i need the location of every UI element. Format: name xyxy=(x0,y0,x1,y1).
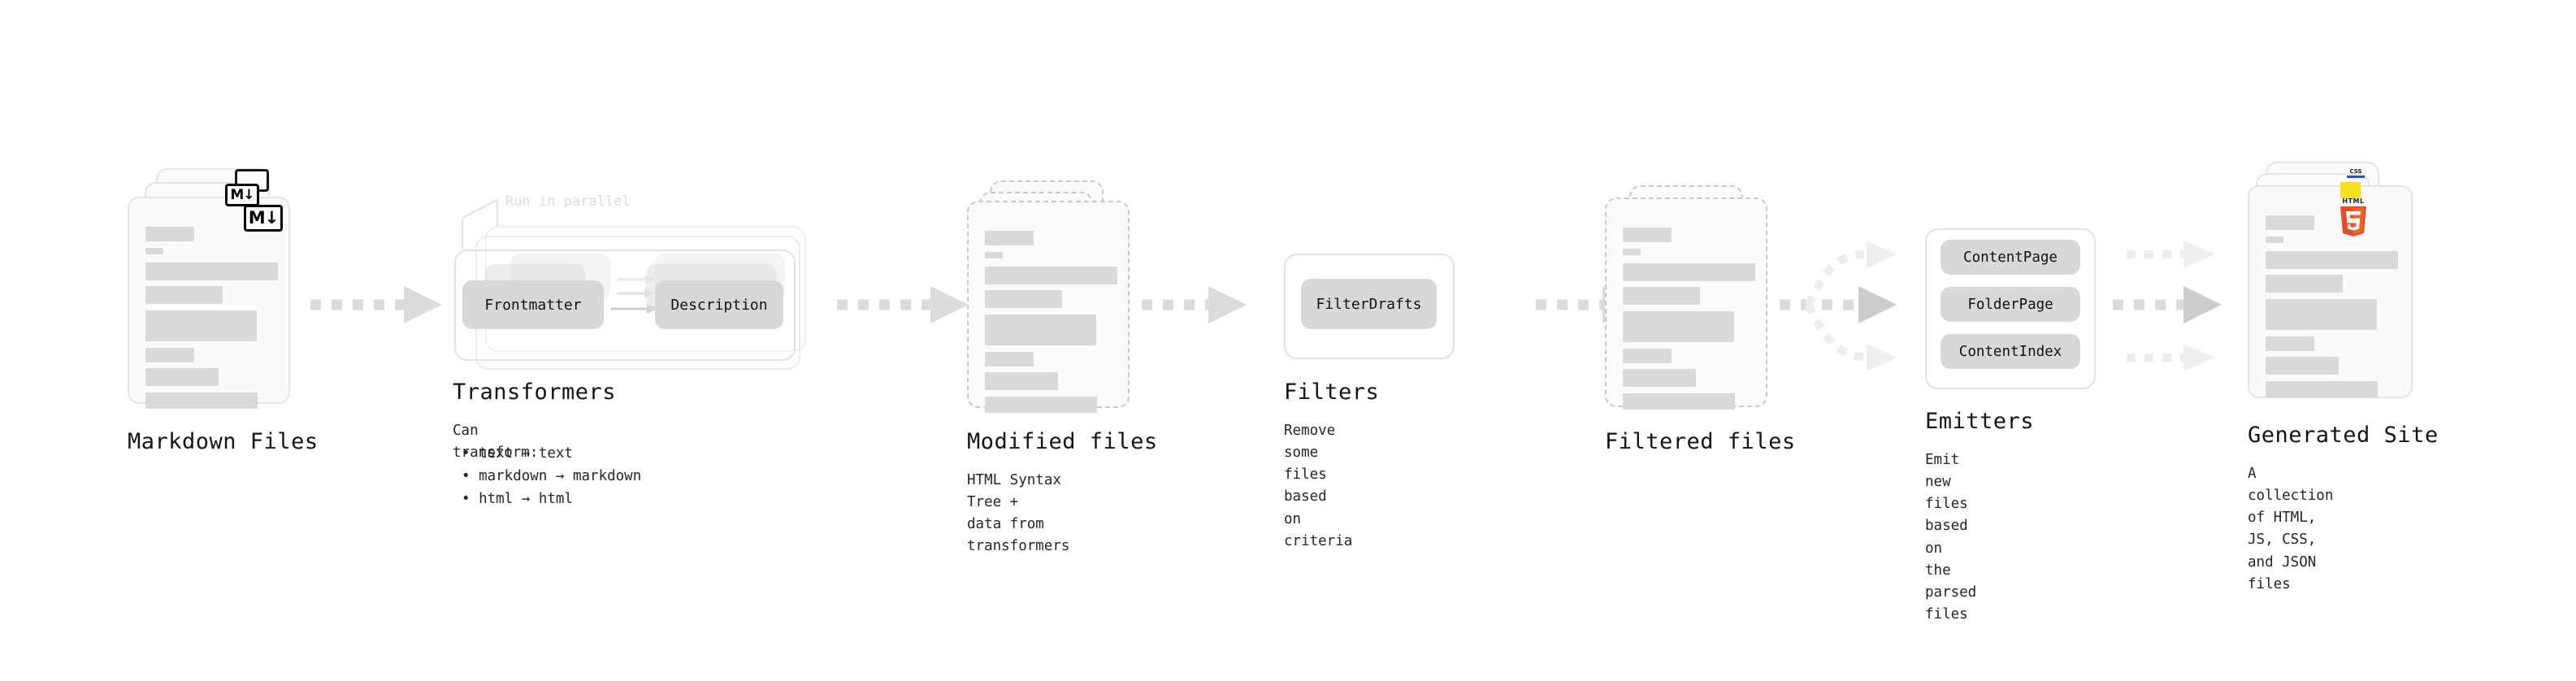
skeleton-line xyxy=(1623,287,1700,305)
skeleton-line xyxy=(145,393,258,409)
transformers-bullet-0: • text → text xyxy=(462,445,573,462)
stage-title-emitters: Emitters xyxy=(1925,409,2035,434)
filters-description: Remove some files based on criteria xyxy=(1284,423,1353,549)
markdown-icon: M↓ xyxy=(244,205,283,232)
contentpage-chip[interactable]: ContentPage xyxy=(1941,240,2080,275)
skeleton-line xyxy=(2266,215,2314,230)
skeleton-line xyxy=(2266,275,2343,293)
html5-icon: HTML xyxy=(2335,196,2371,238)
filters-group-box xyxy=(1284,254,1455,359)
skeleton-line xyxy=(1623,263,1755,281)
skeleton-line xyxy=(2266,299,2377,330)
arrow-modified-to-filters xyxy=(1142,286,1247,323)
stage-title-generated-site: Generated Site xyxy=(2248,423,2439,448)
skeleton-line xyxy=(985,231,1034,245)
stage-title-modified-files: Modified files xyxy=(967,429,1158,454)
skeleton-line xyxy=(145,310,257,341)
skeleton-line xyxy=(1623,349,1672,363)
skeleton-line xyxy=(985,290,1062,308)
svg-text:HTML: HTML xyxy=(2342,197,2364,205)
modified-card-front xyxy=(967,201,1130,413)
skeleton-line xyxy=(1623,369,1696,387)
skeleton-line xyxy=(1623,311,1734,342)
skeleton-line xyxy=(985,352,1034,367)
arrow-filtered-to-emitters xyxy=(1780,241,1897,371)
skeleton-line xyxy=(145,262,278,280)
skeleton-line xyxy=(985,267,1117,284)
run-in-parallel-label: Run in parallel xyxy=(505,193,631,210)
css-icon: CSS xyxy=(2345,167,2366,180)
skeleton-line xyxy=(145,368,219,386)
arrow-markdown-to-transformers xyxy=(310,286,442,323)
arrow-transformers-to-modified xyxy=(837,286,969,323)
skeleton-line xyxy=(145,348,194,362)
skeleton-line xyxy=(1623,249,1641,255)
contentindex-chip[interactable]: ContentIndex xyxy=(1941,334,2080,369)
skeleton-line xyxy=(985,372,1058,390)
stage-title-filters: Filters xyxy=(1284,380,1380,405)
description-chip[interactable]: Description xyxy=(655,280,783,329)
skeleton-line xyxy=(985,252,1003,258)
svg-text:CSS: CSS xyxy=(2349,168,2361,175)
skeleton-line xyxy=(145,248,163,254)
transformer-group-front xyxy=(454,249,796,361)
javascript-icon xyxy=(2340,182,2361,198)
skeleton-line xyxy=(1623,228,1672,242)
filterdrafts-chip[interactable]: FilterDrafts xyxy=(1301,279,1437,329)
frontmatter-chip[interactable]: Frontmatter xyxy=(462,280,604,329)
skeleton-line xyxy=(2266,357,2339,375)
skeleton-line xyxy=(2266,336,2314,351)
stage-title-transformers: Transformers xyxy=(453,380,617,405)
transformers-bullet-1: • markdown → markdown xyxy=(462,468,642,484)
skeleton-line xyxy=(2266,251,2398,269)
stage-title-filtered-files: Filtered files xyxy=(1605,429,1796,454)
skeleton-line xyxy=(2266,381,2378,397)
skeleton-line xyxy=(985,314,1096,345)
skeleton-line xyxy=(2266,236,2283,243)
site-card-front xyxy=(2248,185,2413,398)
emitters-group-box xyxy=(1925,228,2096,389)
modified-files-description: HTML Syntax Tree + data from transformer… xyxy=(967,472,1070,555)
transformers-bullet-2: • html → html xyxy=(462,491,573,507)
stage-title-markdown-files: Markdown Files xyxy=(128,429,319,454)
skeleton-line xyxy=(145,227,194,241)
folderpage-chip[interactable]: FolderPage xyxy=(1941,287,2080,322)
emitters-description: Emit new files based on the parsed files xyxy=(1925,452,1977,622)
generated-site-description: A collection of HTML, JS, CSS, and JSON … xyxy=(2248,466,2334,592)
arrow-emitters-to-site xyxy=(2113,241,2222,371)
markdown-icon-mid: M↓ xyxy=(225,184,259,206)
skeleton-line xyxy=(985,397,1097,413)
filtered-card-front xyxy=(1605,197,1767,410)
transformers-description: Can transform: xyxy=(453,423,539,462)
skeleton-line xyxy=(1623,393,1735,410)
skeleton-line xyxy=(145,286,223,304)
